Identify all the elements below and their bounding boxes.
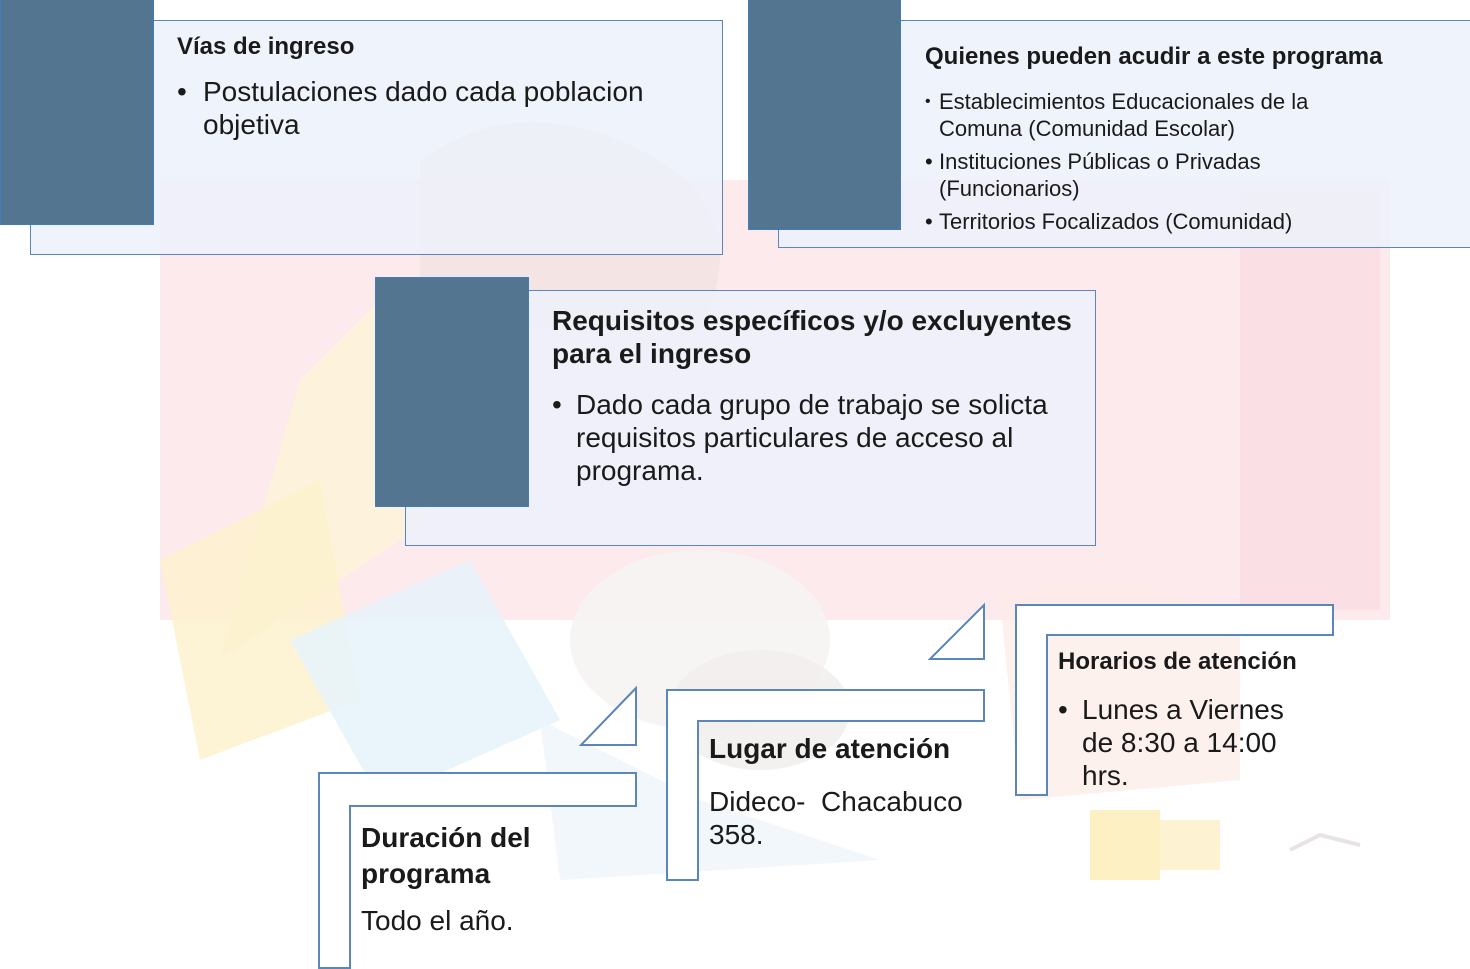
vias-de-ingreso-title: Vías de ingreso xyxy=(177,33,355,60)
vias-de-ingreso-list: •Postulaciones dado cada poblacion objet… xyxy=(177,75,697,141)
quienes-square xyxy=(748,0,901,230)
lugar-title: Lugar de atención xyxy=(709,733,951,764)
horarios-list: •Lunes a Viernes de 8:30 a 14:00 hrs. xyxy=(1058,693,1298,792)
step-arrow-1 xyxy=(578,685,637,746)
step-duracion-shape xyxy=(318,772,637,969)
horarios-title: Horarios de atención xyxy=(1058,648,1297,675)
list-item: •Establecimientos Educacionales de la Co… xyxy=(925,89,1309,141)
quienes-list: •Establecimientos Educacionales de la Co… xyxy=(925,88,1395,235)
list-item: •Lunes a Viernes de 8:30 a 14:00 hrs. xyxy=(1058,694,1284,791)
requisitos-list: •Dado cada grupo de trabajo se solicta r… xyxy=(552,388,1072,487)
quienes-title: Quienes pueden acudir a este programa xyxy=(925,43,1383,70)
duracion-title: Duración del programa xyxy=(361,822,531,889)
duracion-text: Todo el año. xyxy=(361,905,514,936)
vias-de-ingreso-square xyxy=(0,0,154,225)
list-item: •Instituciones Públicas o Privadas (Func… xyxy=(925,149,1261,201)
step-lugar-shape xyxy=(666,689,985,881)
list-item: •Territorios Focalizados (Comunidad) xyxy=(925,209,1293,234)
lugar-text: Dideco- Chacabuco 358. xyxy=(709,786,971,850)
step-horarios-shape xyxy=(1015,604,1334,796)
requisitos-title: Requisitos específicos y/o excluyentes p… xyxy=(552,305,1072,369)
list-item: •Postulaciones dado cada poblacion objet… xyxy=(177,76,644,140)
step-arrow-2 xyxy=(927,602,985,660)
requisitos-square xyxy=(375,277,529,507)
list-item: •Dado cada grupo de trabajo se solicta r… xyxy=(552,389,1048,486)
